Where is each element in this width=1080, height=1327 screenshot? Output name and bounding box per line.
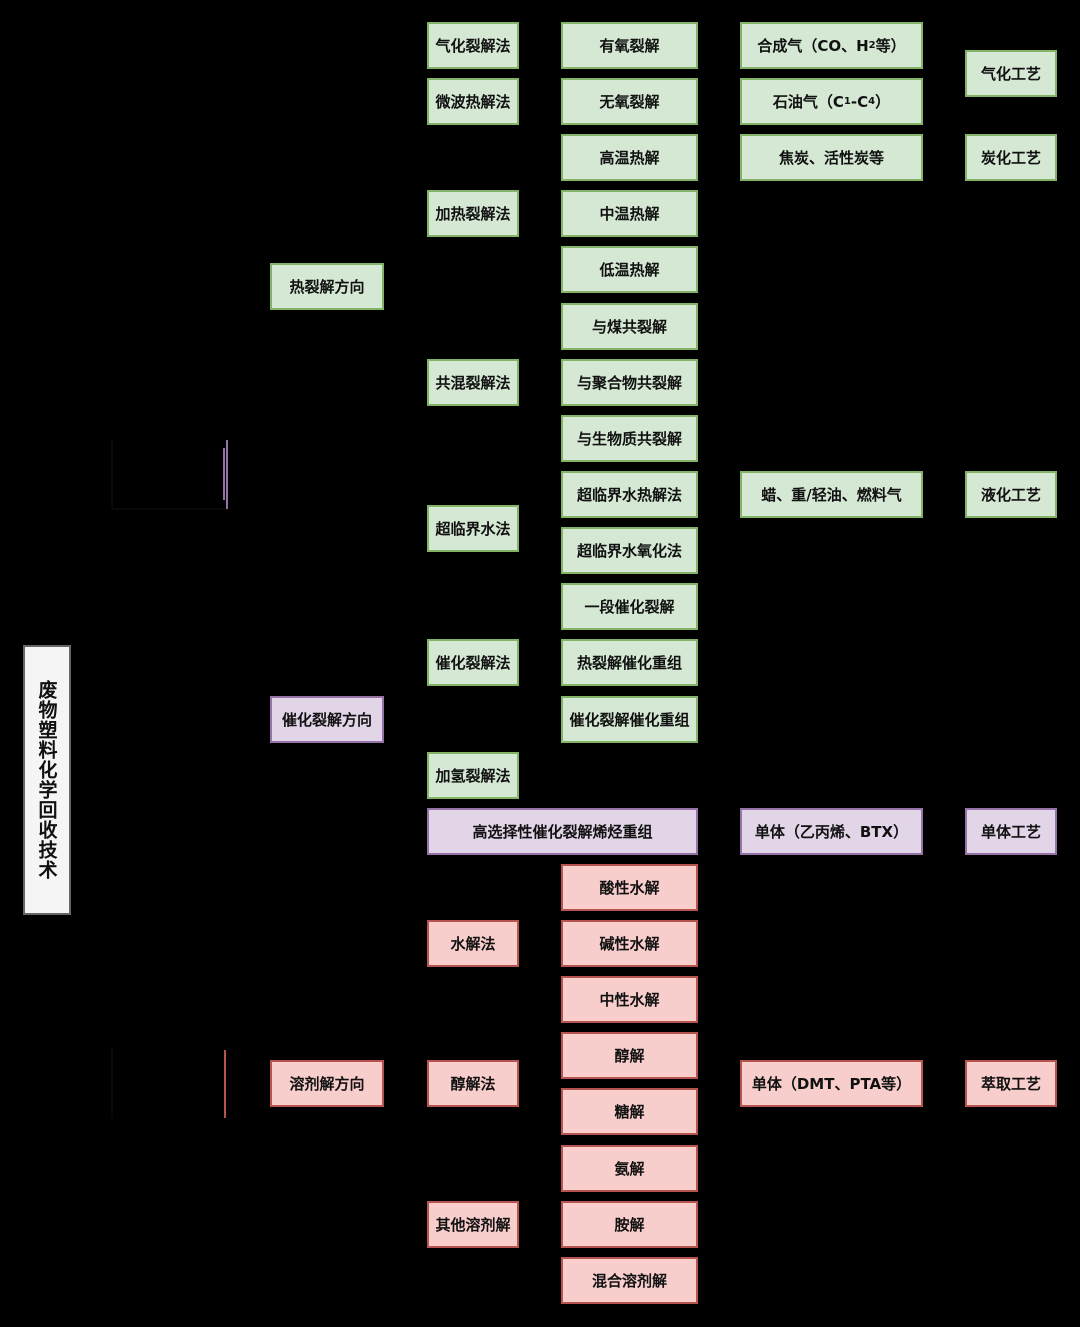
submethod-neutral-hydrolysis: 中性水解	[561, 976, 698, 1023]
process-extract: 萃取工艺	[965, 1060, 1057, 1107]
product-petroleum-mid: -C	[850, 92, 869, 111]
direction-catalytic: 催化裂解方向	[270, 696, 384, 743]
product-petroleum-sub1: 1	[843, 96, 851, 107]
branch-marks	[111, 440, 228, 1118]
method-microwave: 微波热解法	[427, 78, 519, 125]
submethod-anaerobic: 无氧裂解	[561, 78, 698, 125]
method-alcoholysis: 醇解法	[427, 1060, 519, 1107]
product-monomer-pet: 单体（DMT、PTA等）	[740, 1060, 923, 1107]
product-syngas-text-a: 合成气（CO、H	[757, 37, 869, 55]
process-gasify: 气化工艺	[965, 50, 1057, 97]
direction-thermal: 热裂解方向	[270, 263, 384, 310]
method-hydrocracking: 加氢裂解法	[427, 752, 519, 799]
root-node: 废物塑料化学回收技术	[23, 645, 71, 915]
method-supercritical: 超临界水法	[427, 505, 519, 552]
submethod-cat-reforming: 催化裂解催化重组	[561, 696, 698, 743]
submethod-acid-hydrolysis: 酸性水解	[561, 864, 698, 911]
submethod-one-stage: 一段催化裂解	[561, 583, 698, 630]
submethod-aminolysis: 胺解	[561, 1201, 698, 1248]
product-syngas-sub: 2	[868, 40, 876, 51]
process-monomer: 单体工艺	[965, 808, 1057, 855]
submethod-mid-temp: 中温热解	[561, 190, 698, 237]
submethod-scw-oxidation: 超临界水氧化法	[561, 527, 698, 574]
direction-solvent: 溶剂解方向	[270, 1060, 384, 1107]
submethod-alkaline-hydrolysis: 碱性水解	[561, 920, 698, 967]
method-high-selectivity: 高选择性催化裂解烯烃重组	[427, 808, 698, 855]
submethod-with-coal: 与煤共裂解	[561, 303, 698, 350]
submethod-with-polymer: 与聚合物共裂解	[561, 359, 698, 406]
method-gasification: 气化裂解法	[427, 22, 519, 69]
product-coke: 焦炭、活性炭等	[740, 134, 923, 181]
process-liquefy: 液化工艺	[965, 471, 1057, 518]
method-hydrolysis: 水解法	[427, 920, 519, 967]
product-syngas-text-b: 等）	[875, 37, 906, 55]
submethod-ammonolysis: 氨解	[561, 1145, 698, 1192]
product-petroleum-text-a: 石油气（C	[772, 93, 844, 111]
method-copyrolysis: 共混裂解法	[427, 359, 519, 406]
product-petroleum-sub2: 4	[868, 96, 876, 107]
product-wax-oil: 蜡、重/轻油、燃料气	[740, 471, 923, 518]
method-other-solvolysis: 其他溶剂解	[427, 1201, 519, 1248]
submethod-glycolysis: 糖解	[561, 1088, 698, 1135]
method-heating: 加热裂解法	[427, 190, 519, 237]
submethod-low-temp: 低温热解	[561, 246, 698, 293]
submethod-scw-pyrolysis: 超临界水热解法	[561, 471, 698, 518]
method-catalytic-cracking: 催化裂解法	[427, 639, 519, 686]
submethod-mixed-solvent: 混合溶剂解	[561, 1257, 698, 1304]
product-petroleum-text-b: ）	[875, 93, 891, 111]
submethod-high-temp: 高温热解	[561, 134, 698, 181]
submethod-with-biomass: 与生物质共裂解	[561, 415, 698, 462]
submethod-aerobic: 有氧裂解	[561, 22, 698, 69]
submethod-pyro-reforming: 热裂解催化重组	[561, 639, 698, 686]
process-carbonize: 炭化工艺	[965, 134, 1057, 181]
product-monomer-olefin: 单体（乙丙烯、BTX）	[740, 808, 923, 855]
submethod-alcohol: 醇解	[561, 1032, 698, 1079]
